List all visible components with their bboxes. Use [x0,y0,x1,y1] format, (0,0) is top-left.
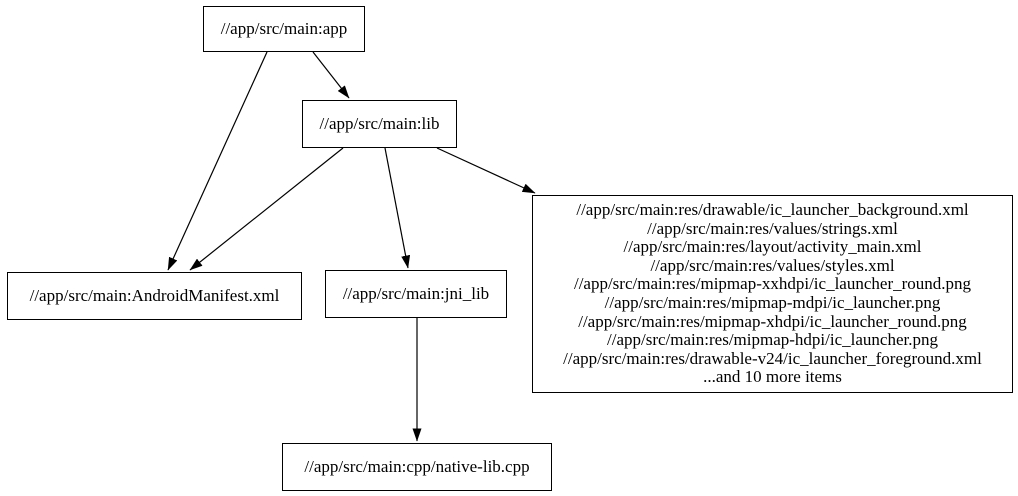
node-resources-group: //app/src/main:res/drawable/ic_launcher_… [532,195,1013,393]
resource-overflow-note: ...and 10 more items [703,367,842,387]
edge-app-to-lib [312,51,350,99]
resource-item: //app/src/main:res/mipmap-xxhdpi/ic_laun… [573,274,972,294]
resource-item: //app/src/main:res/mipmap-xhdpi/ic_launc… [578,311,967,331]
edge-lib-to-resources [436,147,536,194]
node-android-manifest: //app/src/main:AndroidManifest.xml [7,272,302,320]
node-native-lib-cpp: //app/src/main:cpp/native-lib.cpp [282,443,552,491]
node-native-lib-cpp-label: //app/src/main:cpp/native-lib.cpp [304,456,530,476]
edge-lib-to-jni-lib [384,147,411,269]
resource-item: //app/src/main:res/layout/activity_main.… [623,237,922,257]
resource-item: //app/src/main:res/values/strings.xml [647,218,898,238]
edge-lib-to-manifest [189,147,344,271]
resource-item: //app/src/main:res/drawable/ic_launcher_… [576,200,969,220]
node-jni-lib: //app/src/main:jni_lib [325,270,507,318]
node-lib-target: //app/src/main:lib [302,100,457,148]
resource-item: //app/src/main:res/mipmap-mdpi/ic_launch… [604,293,941,312]
resource-item: //app/src/main:res/drawable-v24/ic_launc… [563,348,982,368]
node-app-label: //app/src/main:app [220,18,348,38]
resource-item: //app/src/main:res/mipmap-hdpi/ic_launch… [607,330,938,350]
resource-item: //app/src/main:res/values/styles.xml [650,255,895,275]
node-android-manifest-label: //app/src/main:AndroidManifest.xml [29,285,280,305]
edge-app-to-manifest [167,51,268,271]
node-app-target: //app/src/main:app [203,6,365,52]
node-lib-label: //app/src/main:lib [319,113,440,133]
node-jni-lib-label: //app/src/main:jni_lib [342,283,490,303]
